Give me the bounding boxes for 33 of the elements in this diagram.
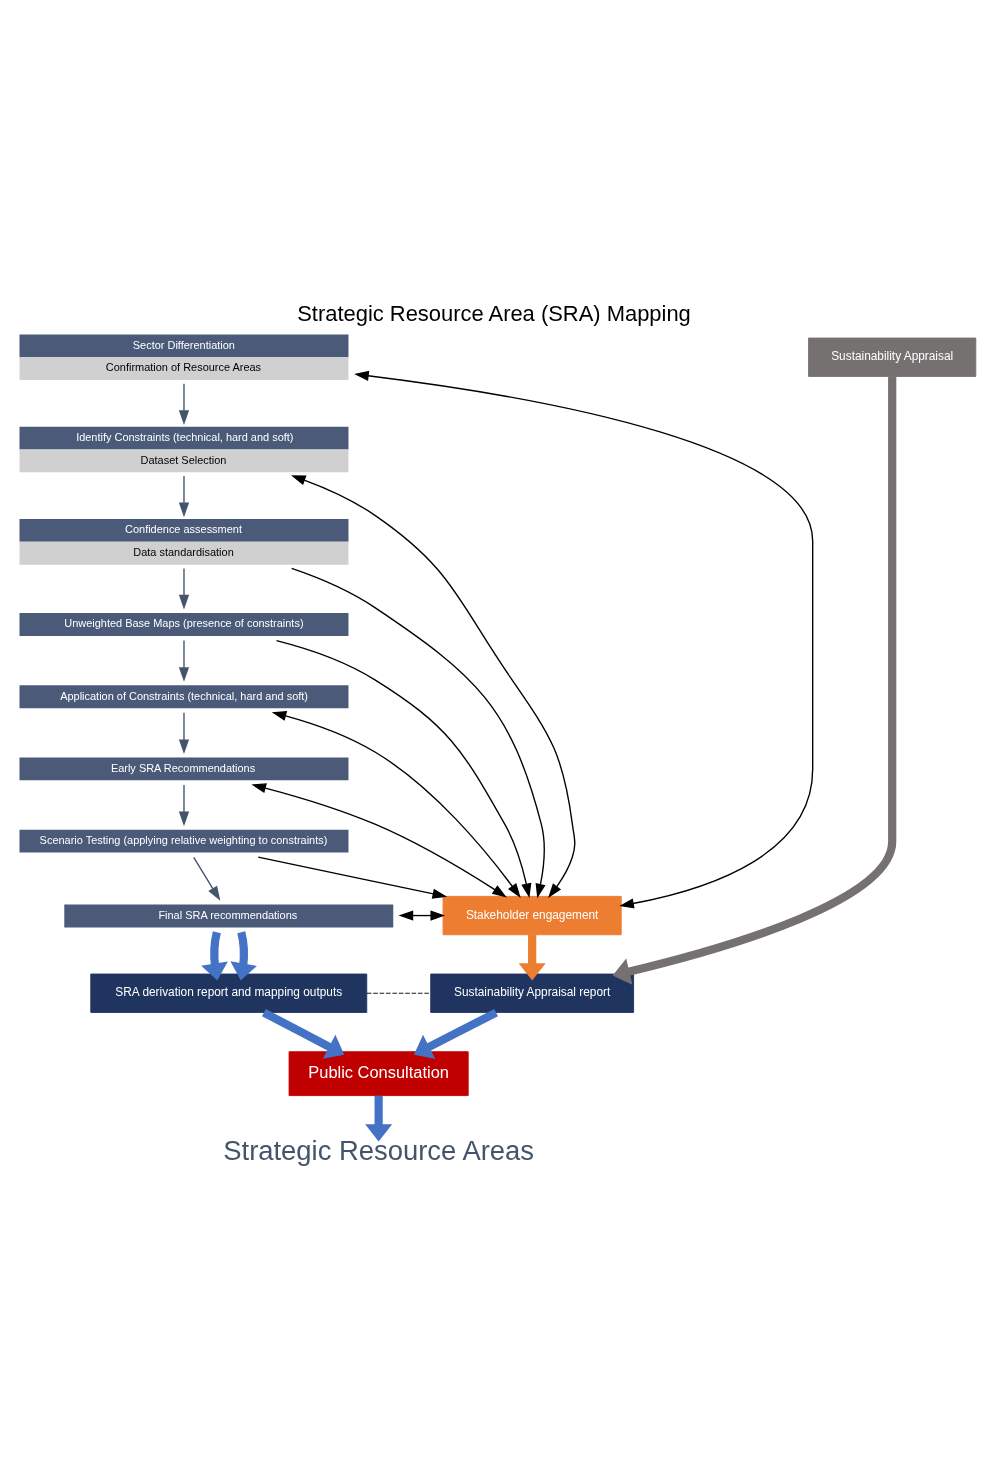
node-box: Sustainability Appraisal [808, 337, 977, 377]
node-box: Scenario Testing (applying relative weighting to constraints) [19, 829, 349, 853]
arrow [201, 931, 228, 981]
node-box: SRA derivation report and mapping outputs [90, 973, 368, 1013]
arrow [230, 931, 257, 981]
node-box: Public Consultation [288, 1051, 469, 1097]
arrow [178, 567, 190, 610]
arrow [193, 856, 221, 901]
arrow [275, 639, 532, 899]
node-box: Application of Constraints (technical, hard and soft) [19, 685, 349, 709]
arrow [518, 934, 546, 981]
arrow [612, 376, 897, 985]
arrow [291, 567, 546, 899]
arrow [365, 1095, 393, 1142]
arrow [178, 475, 190, 518]
arrow [251, 783, 507, 898]
arrow [354, 370, 814, 909]
arrow [178, 712, 190, 755]
arrow [257, 856, 448, 899]
arrow [178, 784, 190, 827]
arrow [178, 639, 190, 682]
arrow [271, 710, 521, 898]
node-box: Unweighted Base Maps (presence of constraints) [19, 613, 349, 636]
arrow [178, 383, 190, 425]
arrow [398, 910, 446, 921]
connector [366, 992, 431, 994]
diagram-title: Strategic Resource Area (SRA) Mapping [297, 300, 691, 326]
node-box: Final SRA recommendations [64, 904, 394, 928]
node-box: Early SRA Recommendations [19, 757, 349, 781]
arrow [291, 475, 576, 898]
node-box: Sustainability Appraisal report [430, 973, 635, 1013]
node-text: Strategic Resource Areas [223, 1135, 535, 1167]
node-box: Stakeholder engagement [442, 895, 622, 936]
